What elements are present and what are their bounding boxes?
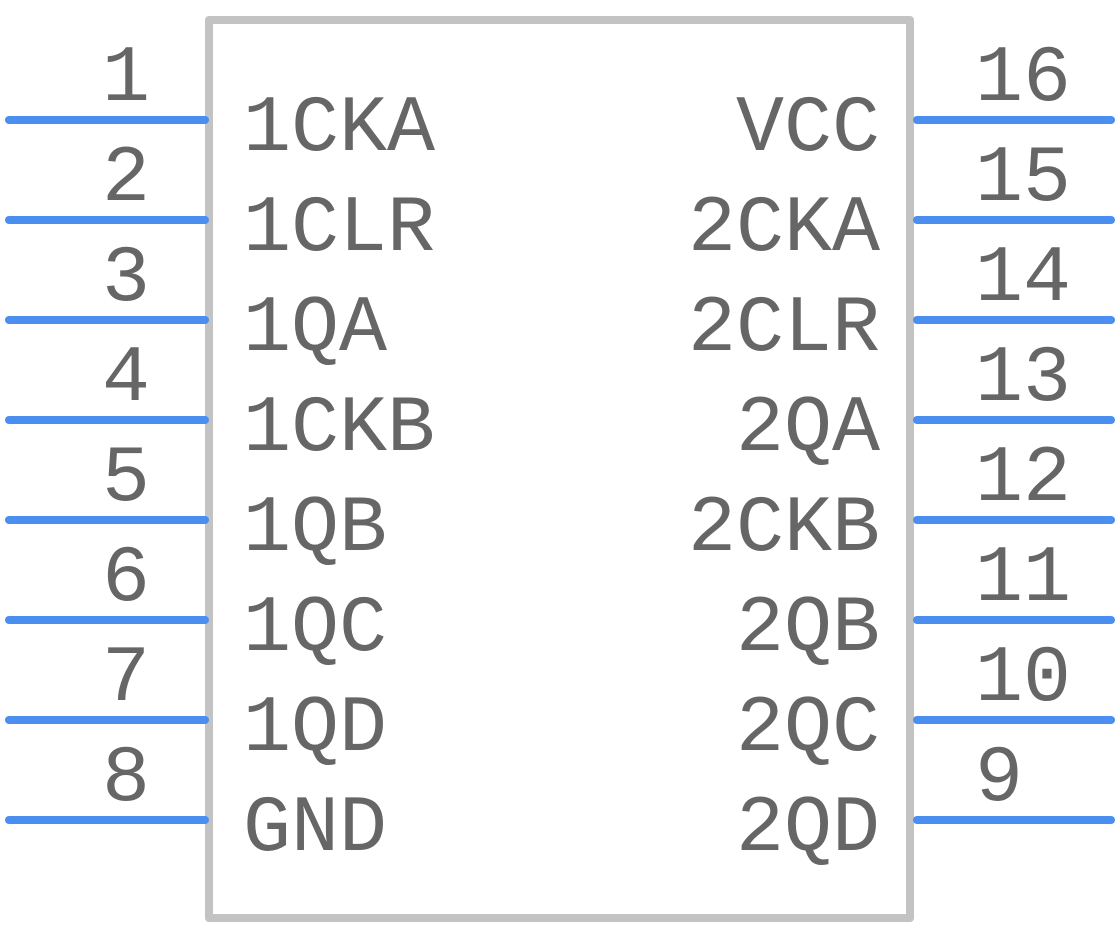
pin-11-name: 2QB <box>736 584 880 675</box>
pin-12-name: 2CKB <box>688 484 880 575</box>
pin-7-name: 1QD <box>243 684 387 775</box>
pin-1-name: 1CKA <box>243 84 435 175</box>
pin-2-number: 2 <box>102 134 150 225</box>
pin-3-name: 1QA <box>243 284 387 375</box>
pin-6-number: 6 <box>102 534 150 625</box>
pin-3-number: 3 <box>102 234 150 325</box>
pin-14-name: 2CLR <box>688 284 880 375</box>
pin-15-number: 15 <box>975 134 1071 225</box>
ic-body-outline <box>205 16 914 922</box>
pin-16-number: 16 <box>975 34 1071 125</box>
pin-7-number: 7 <box>102 634 150 725</box>
pin-2-name: 1CLR <box>243 184 435 275</box>
pin-14-number: 14 <box>975 234 1071 325</box>
pin-4-name: 1CKB <box>243 384 435 475</box>
pin-9-name: 2QD <box>736 784 880 875</box>
pin-4-number: 4 <box>102 334 150 425</box>
pin-8-number: 8 <box>102 734 150 825</box>
pin-13-number: 13 <box>975 334 1071 425</box>
pin-15-name: 2CKA <box>688 184 880 275</box>
pin-16-name: VCC <box>736 84 880 175</box>
pin-8-name: GND <box>243 784 387 875</box>
pin-5-number: 5 <box>102 434 150 525</box>
pin-13-name: 2QA <box>736 384 880 475</box>
pin-10-name: 2QC <box>736 684 880 775</box>
pin-6-name: 1QC <box>243 584 387 675</box>
pin-12-number: 12 <box>975 434 1071 525</box>
pin-1-number: 1 <box>102 34 150 125</box>
pin-10-number: 10 <box>975 634 1071 725</box>
pin-9-number: 9 <box>975 734 1023 825</box>
pin-5-name: 1QB <box>243 484 387 575</box>
pin-11-number: 11 <box>975 534 1071 625</box>
